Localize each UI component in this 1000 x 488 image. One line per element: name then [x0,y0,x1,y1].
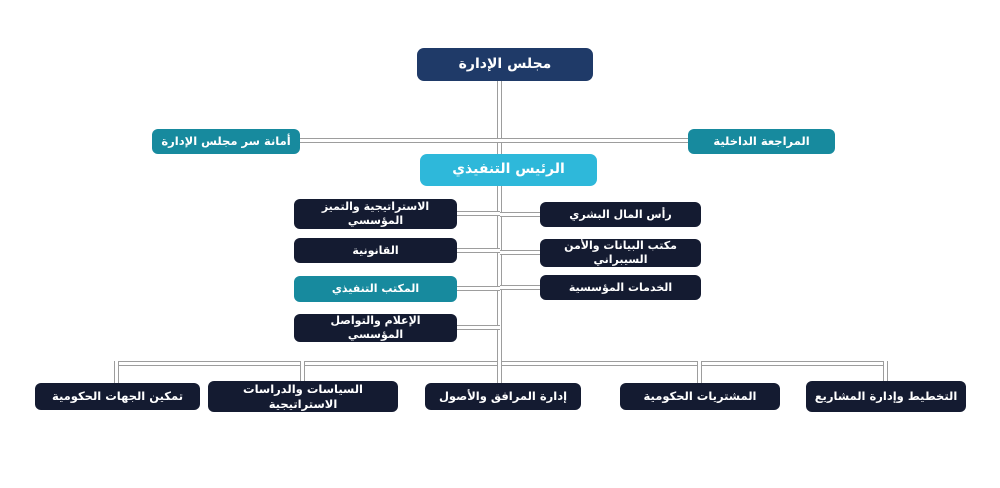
node-data-cybersecurity: مكتب البيانات والأمن السيبراني [540,239,701,267]
node-media-communication: الإعلام والتواصل المؤسسي [294,314,457,342]
node-ceo: الرئيس التنفيذي [420,154,597,186]
connector-ceo-spine [497,186,502,364]
connector-right-1 [500,212,540,217]
node-corporate-services: الخدمات المؤسسية [540,275,701,300]
connector-drop-1 [114,361,119,383]
connector-left-1 [457,211,500,216]
node-policies-strategic-studies: السياسات والدراسات الاستراتيجية [208,381,398,412]
connector-left-4 [457,325,500,330]
node-gov-enablement: تمكين الجهات الحكومية [35,383,200,410]
node-planning-projects: التخطيط وإدارة المشاريع [806,381,966,412]
node-legal: القانونية [294,238,457,263]
connector-drop-2 [300,361,305,381]
node-executive-office: المكتب التنفيذي [294,276,457,302]
connector-right-3 [500,285,540,290]
node-gov-procurement: المشتريات الحكومية [620,383,780,410]
node-board: مجلس الإدارة [417,48,593,81]
connector-board-staff [300,138,688,143]
connector-board-to-ceo [497,80,502,154]
connector-left-2 [457,248,500,253]
node-internal-audit: المراجعة الداخلية [688,129,835,154]
node-human-capital: رأس المال البشري [540,202,701,227]
connector-drop-4 [697,361,702,383]
connector-drop-5 [883,361,888,381]
node-facilities-assets: إدارة المرافق والأصول [425,383,581,410]
node-board-secretariat: أمانة سر مجلس الإدارة [152,129,300,154]
connector-right-2 [500,250,540,255]
connector-drop-3 [497,361,502,383]
node-strategy-excellence: الاستراتيجية والتميز المؤسسي [294,199,457,229]
connector-left-3 [457,286,500,291]
